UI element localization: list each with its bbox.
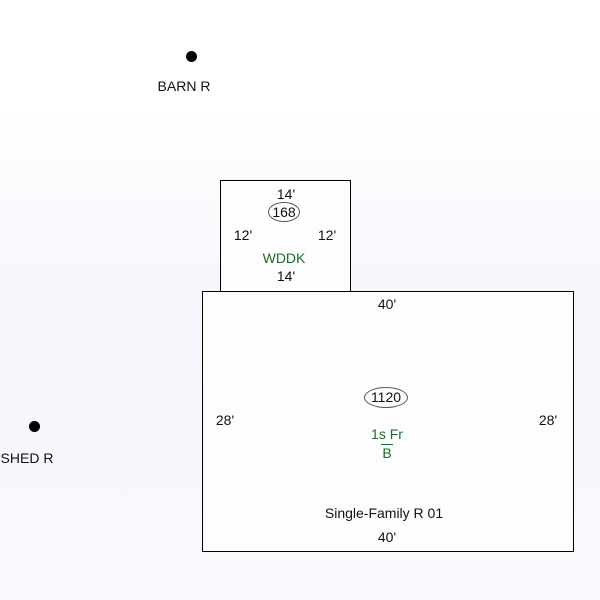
- house-story-label: 1s Fr: [371, 426, 403, 442]
- shed-marker-dot: [29, 421, 40, 432]
- deck-top-dimension: 14': [276, 186, 296, 202]
- shed-label: SHED R: [0, 450, 54, 466]
- house-bottom-dimension: 40': [377, 529, 397, 545]
- house-outline[interactable]: [202, 291, 574, 552]
- barn-marker-dot: [186, 51, 197, 62]
- house-top-dimension: 40': [377, 296, 397, 312]
- deck-left-dimension: 12': [233, 227, 253, 243]
- house-area-badge: 1120: [364, 387, 408, 408]
- barn-label: BARN R: [157, 78, 211, 94]
- house-description: Single-Family R 01: [324, 505, 444, 521]
- deck-code-label: WDDK: [262, 250, 306, 266]
- house-basement-label: B: [381, 444, 393, 461]
- deck-bottom-dimension: 14': [276, 268, 296, 284]
- house-left-dimension: 28': [215, 412, 235, 428]
- deck-outline[interactable]: [220, 180, 351, 292]
- house-right-dimension: 28': [538, 412, 558, 428]
- deck-area-badge: 168: [268, 202, 300, 222]
- deck-right-dimension: 12': [317, 227, 337, 243]
